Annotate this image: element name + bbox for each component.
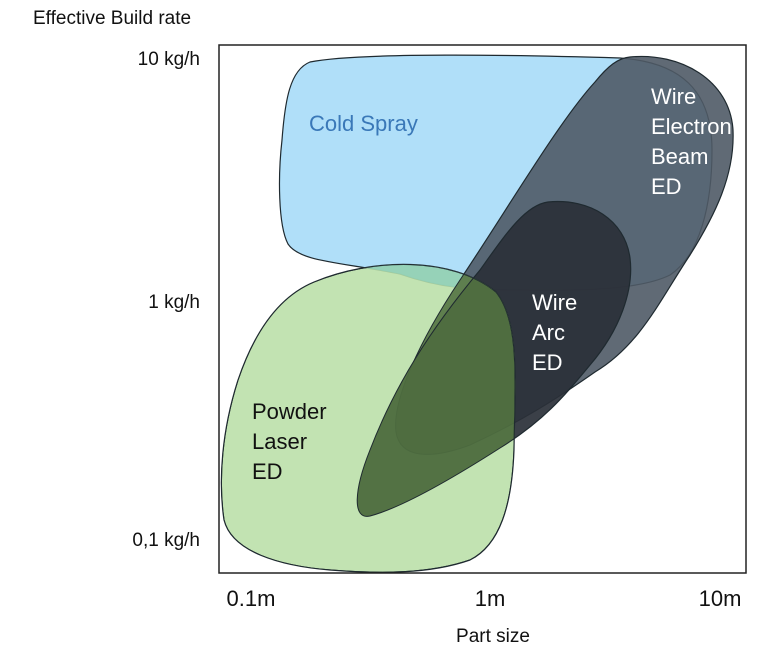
label-wa-line-3: ED bbox=[532, 350, 563, 375]
y-axis-title: Effective Build rate bbox=[33, 8, 192, 29]
overlap-arc-powder bbox=[356, 264, 516, 517]
label-cold-spray: Cold Spray bbox=[309, 111, 418, 136]
label-web-line-1: Wire bbox=[651, 84, 696, 109]
label-wa-line-2: Arc bbox=[532, 320, 565, 345]
label-pl-line-1: Powder bbox=[252, 399, 327, 424]
label-powder-laser: Powder Laser ED bbox=[252, 399, 333, 484]
label-web-line-2: Electron bbox=[651, 114, 732, 139]
label-wire-arc: Wire Arc ED bbox=[532, 290, 583, 375]
label-pl-line-3: ED bbox=[252, 459, 283, 484]
label-web-line-4: ED bbox=[651, 174, 682, 199]
x-tick-0-1m: 0.1m bbox=[226, 586, 276, 611]
label-pl-line-2: Laser bbox=[252, 429, 307, 454]
label-web-line-3: Beam bbox=[651, 144, 708, 169]
x-tick-1m: 1m bbox=[474, 586, 506, 611]
x-axis-title: Part size bbox=[456, 626, 530, 647]
label-wa-line-1: Wire bbox=[532, 290, 577, 315]
label-cold-spray-line-1: Cold Spray bbox=[309, 111, 418, 136]
y-tick-01kgh: 0,1 kg/h bbox=[132, 530, 200, 551]
y-tick-10kgh: 10 kg/h bbox=[137, 49, 200, 70]
plot-frame bbox=[218, 44, 747, 574]
powder-outline-overlay bbox=[221, 264, 516, 573]
y-tick-1kgh: 1 kg/h bbox=[148, 292, 200, 313]
x-tick-10m: 10m bbox=[698, 586, 742, 611]
label-wire-electron-beam: Wire Electron Beam ED bbox=[651, 84, 738, 199]
